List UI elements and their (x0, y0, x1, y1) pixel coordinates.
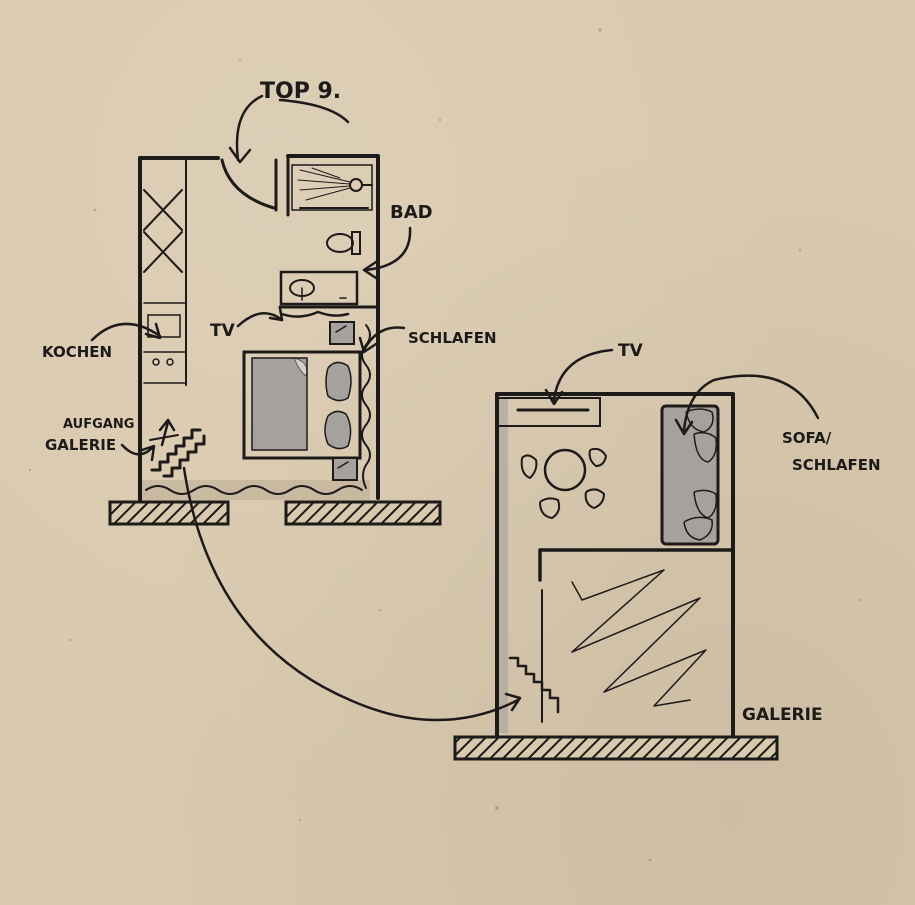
arrow-tv-gallery (552, 348, 614, 402)
label-tv-ground: TV (210, 321, 236, 341)
stairs-ground (149, 418, 206, 478)
gallery-ground-line (453, 735, 779, 761)
gallery-right-wall (495, 392, 735, 737)
labels: TOP 9. BAD TV SCHLAFEN KOCHEN AUFGANG GA… (42, 79, 881, 725)
label-schlafen: SCHLAFEN (408, 329, 497, 347)
arrowhead-aufgang (140, 444, 156, 462)
arrow-bad (364, 226, 412, 272)
toilet-icon (326, 231, 361, 255)
label-sofa: SOFA/ (782, 429, 832, 447)
ground-line-right (284, 500, 442, 526)
bed-icon (242, 350, 362, 460)
entrance-door-swing (220, 158, 276, 210)
shower-icon (291, 164, 373, 211)
arrowhead-sofa (674, 418, 694, 436)
gallery-void-edge (538, 548, 735, 582)
arrow-schlafen (362, 326, 406, 352)
label-tv-gallery: TV (618, 341, 644, 361)
arrowhead-tv-gallery (544, 388, 564, 406)
void-zigzag (571, 569, 707, 707)
arrow-aufgang (120, 443, 154, 456)
ground-floor-plan (108, 154, 442, 526)
arrow-top9-tail (278, 98, 350, 124)
tv-cabinet-ground (280, 310, 350, 318)
arrowhead-schlafen (358, 336, 378, 354)
arrow-kochen (90, 322, 162, 342)
right-wall (286, 154, 380, 500)
label-galerie-aufgang: GALERIE (45, 436, 116, 454)
arrow-sofa (682, 374, 820, 432)
stairs-gallery (508, 656, 560, 714)
tv-cabinet-gallery (497, 397, 601, 427)
ground-line-left (108, 500, 230, 526)
curtain-bottom (145, 485, 363, 495)
annotation-arrows (90, 94, 820, 722)
nightstand-top (329, 321, 355, 345)
gallery-floor-plan (453, 392, 779, 761)
dining-table (520, 447, 608, 520)
arrowhead-kochen (144, 322, 162, 340)
arrowhead-tv-ground (268, 306, 284, 322)
nightstand-bottom (332, 457, 358, 481)
label-galerie: GALERIE (742, 705, 823, 725)
paper-texture (28, 28, 862, 862)
arrowhead-stairs-link (504, 692, 522, 712)
arrowhead-top9 (228, 146, 252, 164)
arrowhead-bad (362, 260, 378, 280)
arrow-stairs-link (182, 466, 520, 722)
kitchen-unit (143, 159, 187, 386)
sink-icon (279, 270, 359, 306)
label-sofa-schlafen: SCHLAFEN (792, 456, 881, 474)
label-kochen: KOCHEN (42, 343, 112, 361)
label-top9: TOP 9. (260, 79, 341, 104)
arrow-top9 (235, 94, 264, 162)
label-bad: BAD (390, 202, 433, 223)
label-aufgang: AUFGANG (63, 417, 134, 432)
arrow-tv-ground (236, 312, 284, 328)
